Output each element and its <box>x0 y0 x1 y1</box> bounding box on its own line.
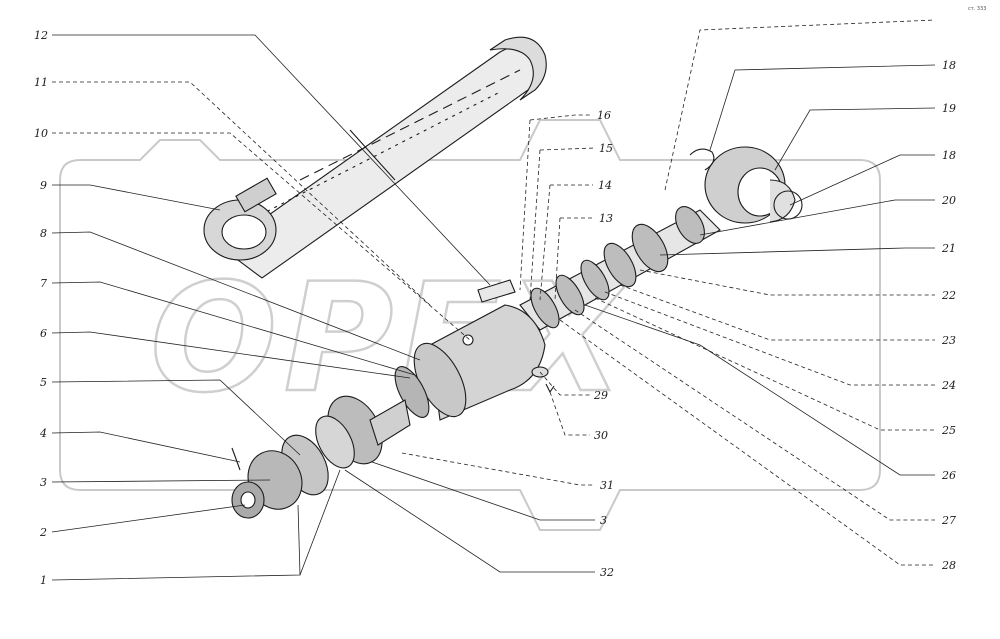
callout-8: 8 <box>40 227 47 240</box>
callout-9: 9 <box>40 179 47 192</box>
callout-31: 31 <box>600 479 614 492</box>
leader-lines <box>51 19 936 581</box>
corner-note: ст. 333 <box>968 6 986 12</box>
callout-13: 13 <box>599 212 613 225</box>
callout-29: 29 <box>593 389 608 402</box>
callout-22: 22 <box>941 289 956 302</box>
callout-15: 15 <box>599 142 613 155</box>
watermark: OPEX <box>59 119 881 531</box>
callout-25: 25 <box>941 424 956 437</box>
callout-27: 27 <box>941 514 956 527</box>
callout-28: 28 <box>941 559 956 572</box>
callout-6: 6 <box>40 327 47 340</box>
callout-7: 7 <box>40 277 47 290</box>
callout-5: 5 <box>40 376 47 389</box>
callout-26: 26 <box>941 469 956 482</box>
callout-21: 21 <box>941 242 956 255</box>
callout-3-lower: 3 <box>600 514 607 527</box>
watermark-gear-outline <box>59 119 881 531</box>
callout-10: 10 <box>34 127 48 140</box>
piston-rod-eye <box>689 146 803 224</box>
callout-14: 14 <box>598 179 612 192</box>
callout-23: 23 <box>941 334 956 347</box>
watermark-text: OPEX <box>150 252 630 426</box>
piston-end-parts <box>231 395 411 519</box>
callout-20: 20 <box>941 194 956 207</box>
callout-4: 4 <box>39 427 47 440</box>
callout-19: 19 <box>942 102 956 115</box>
rod-assembly <box>394 206 721 421</box>
callout-32: 32 <box>600 566 614 579</box>
callout-1: 1 <box>40 574 47 587</box>
callout-12: 12 <box>34 29 48 42</box>
callout-3: 3 <box>40 476 47 489</box>
callout-30: 30 <box>594 429 608 442</box>
callout-18: 18 <box>942 149 956 162</box>
callout-24: 24 <box>941 379 956 392</box>
callout-18-top: 18 <box>942 59 956 72</box>
callout-labels: 1 2 3 4 5 6 7 8 9 10 11 12 3 31 32 29 30… <box>34 29 956 587</box>
callout-16: 16 <box>597 109 611 122</box>
callout-11: 11 <box>34 76 48 89</box>
cylinder-barrel <box>203 36 547 279</box>
callout-2: 2 <box>39 526 47 539</box>
